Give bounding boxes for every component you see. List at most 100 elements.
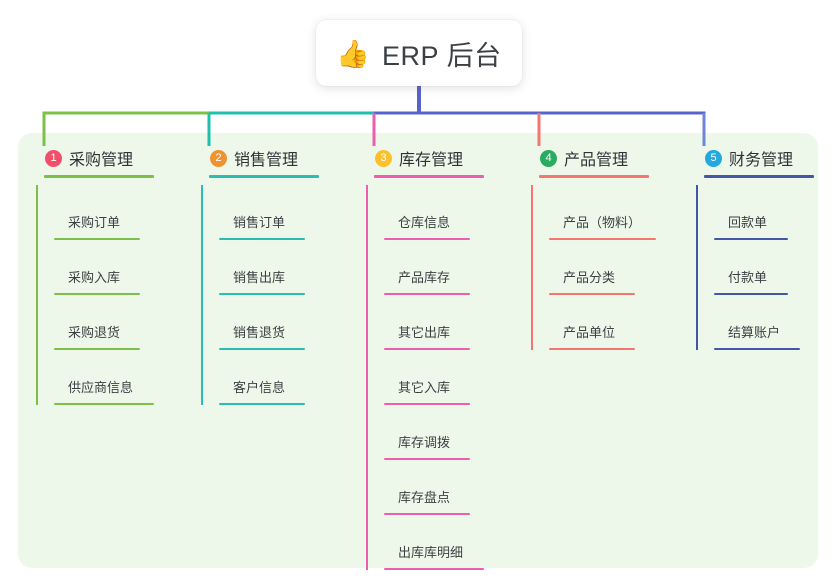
branch-header-finance[interactable]: 5 财务管理	[696, 146, 839, 178]
branch-header-purchase[interactable]: 1 采购管理	[36, 146, 201, 178]
branch-item[interactable]: 采购订单	[54, 185, 201, 240]
branch-item-list-product: 产品（物料） 产品分类产品单位	[531, 185, 696, 350]
branch-item-label: 销售出库	[233, 270, 286, 285]
branch-item-rule	[384, 293, 470, 295]
branch-item-rule	[384, 458, 470, 460]
branch-item-rule	[549, 238, 656, 240]
branch-header-rule	[539, 175, 649, 178]
branch-item-rule	[384, 348, 470, 350]
branch-number-badge: 2	[210, 149, 227, 167]
branch-spine	[531, 185, 533, 350]
branch-item[interactable]: 回款单	[714, 185, 839, 240]
branch-item-rule	[219, 348, 305, 350]
branch-item-list-inventory: 仓库信息产品库存其它出库其它入库库存调拨库存盘点出库库明细	[366, 185, 531, 570]
branch-item-label: 付款单	[728, 270, 768, 285]
branch-item-label: 销售订单	[233, 215, 286, 230]
thumbs-up-icon: 👍	[336, 38, 371, 69]
branch-item-rule	[219, 403, 305, 405]
branch-item[interactable]: 产品库存	[384, 240, 531, 295]
branch-number-badge: 5	[705, 149, 722, 167]
branch-item[interactable]: 采购入库	[54, 240, 201, 295]
branch-header-product[interactable]: 4 产品管理	[531, 146, 696, 178]
branch-item-label: 产品单位	[563, 325, 616, 340]
branch-item-label: 产品分类	[563, 270, 616, 285]
branch-item-label: 其它入库	[398, 380, 451, 395]
branch-item-rule	[219, 238, 305, 240]
branch-item-rule	[54, 238, 140, 240]
branch-item-label: 库存调拨	[398, 435, 451, 450]
branch-item-rule	[54, 293, 140, 295]
branch-item-label: 仓库信息	[398, 215, 451, 230]
branch-item[interactable]: 供应商信息	[54, 350, 201, 405]
branch-item[interactable]: 产品（物料）	[549, 185, 696, 240]
content-panel	[18, 133, 818, 568]
root-title: ERP 后台	[382, 40, 502, 71]
branch-item-label: 采购入库	[68, 270, 121, 285]
branch-item-rule	[384, 513, 470, 515]
branch-item-rule	[219, 293, 305, 295]
branch-item[interactable]: 其它出库	[384, 295, 531, 350]
branch-item-label: 结算账户	[728, 325, 781, 340]
branch-item[interactable]: 产品分类	[549, 240, 696, 295]
branch-spine	[201, 185, 203, 405]
branch-header-rule	[704, 175, 814, 178]
branch-column-purchase: 1 采购管理采购订单采购入库采购退货供应商信息	[36, 146, 201, 405]
branch-title: 库存管理	[399, 152, 464, 169]
branch-item-rule	[714, 348, 800, 350]
branch-title: 采购管理	[69, 152, 134, 169]
branch-number-badge: 3	[375, 149, 392, 167]
branch-item-rule	[384, 403, 470, 405]
branch-item-label: 供应商信息	[68, 380, 134, 395]
branch-item-rule	[384, 238, 470, 240]
branch-item-label: 回款单	[728, 215, 768, 230]
branch-item-label: 销售退货	[233, 325, 286, 340]
branch-item[interactable]: 采购退货	[54, 295, 201, 350]
branch-header-inventory[interactable]: 3 库存管理	[366, 146, 531, 178]
branch-item[interactable]: 其它入库	[384, 350, 531, 405]
branch-item-label: 其它出库	[398, 325, 451, 340]
branch-item[interactable]: 销售订单	[219, 185, 366, 240]
branch-item[interactable]: 库存调拨	[384, 405, 531, 460]
branch-item[interactable]: 结算账户	[714, 295, 839, 350]
branch-item[interactable]: 出库库明细	[384, 515, 531, 570]
branch-item-rule	[549, 293, 635, 295]
root-node[interactable]: 👍 ERP 后台	[316, 20, 522, 86]
branch-title: 财务管理	[729, 152, 794, 169]
branch-item[interactable]: 销售退货	[219, 295, 366, 350]
branch-header-sales[interactable]: 2 销售管理	[201, 146, 366, 178]
branch-column-product: 4 产品管理产品（物料） 产品分类产品单位	[531, 146, 696, 350]
branch-title: 产品管理	[564, 152, 629, 169]
branch-spine	[366, 185, 368, 570]
branch-item[interactable]: 客户信息	[219, 350, 366, 405]
branch-item-list-purchase: 采购订单采购入库采购退货供应商信息	[36, 185, 201, 405]
branch-title: 销售管理	[234, 152, 299, 169]
branch-item[interactable]: 库存盘点	[384, 460, 531, 515]
branch-item-label: 出库库明细	[398, 545, 464, 560]
branch-item-label: 采购退货	[68, 325, 121, 340]
branch-item-rule	[714, 238, 788, 240]
branch-header-rule	[44, 175, 154, 178]
branch-column-finance: 5 财务管理回款单付款单结算账户	[696, 146, 839, 350]
branch-spine	[696, 185, 698, 350]
branch-item-label: 产品库存	[398, 270, 451, 285]
branch-item-label: 客户信息	[233, 380, 286, 395]
branch-number-badge: 4	[540, 149, 557, 167]
branch-item-rule	[549, 348, 635, 350]
branch-item[interactable]: 仓库信息	[384, 185, 531, 240]
branch-item[interactable]: 产品单位	[549, 295, 696, 350]
branch-item-rule	[714, 293, 788, 295]
branch-header-rule	[209, 175, 319, 178]
branch-column-inventory: 3 库存管理仓库信息产品库存其它出库其它入库库存调拨库存盘点出库库明细	[366, 146, 531, 570]
branch-item[interactable]: 付款单	[714, 240, 839, 295]
branch-item-label: 产品（物料）	[563, 215, 642, 230]
branch-number-badge: 1	[45, 149, 62, 167]
branch-item-list-finance: 回款单付款单结算账户	[696, 185, 839, 350]
branch-column-sales: 2 销售管理销售订单销售出库销售退货客户信息	[201, 146, 366, 405]
branch-item-rule	[54, 348, 140, 350]
branch-header-rule	[374, 175, 484, 178]
branch-item-label: 库存盘点	[398, 490, 451, 505]
branch-item[interactable]: 销售出库	[219, 240, 366, 295]
branch-item-list-sales: 销售订单销售出库销售退货客户信息	[201, 185, 366, 405]
